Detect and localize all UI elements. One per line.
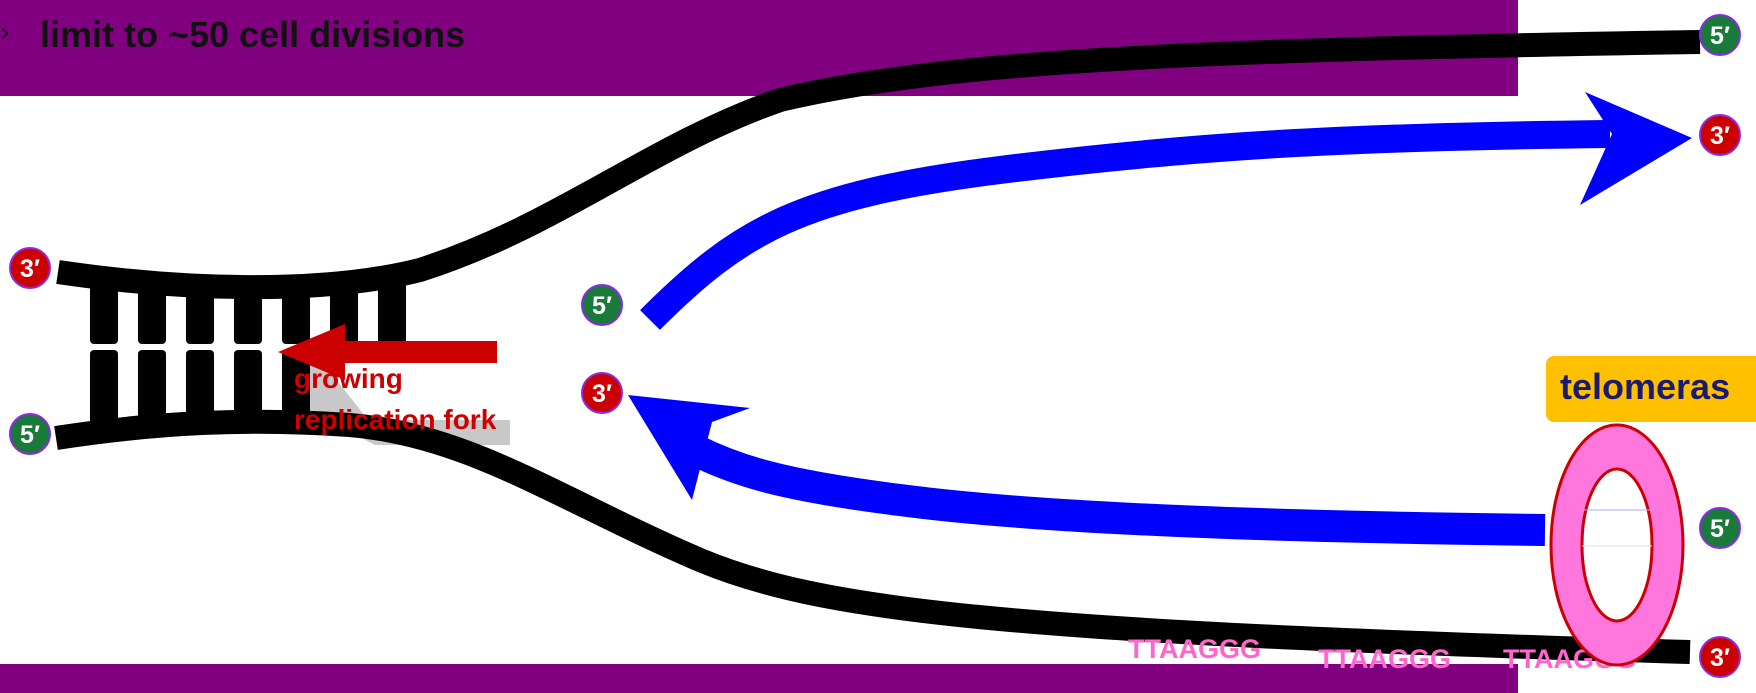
svg-text:3′: 3′	[592, 380, 612, 408]
end-badge-top-right: 5′	[1700, 15, 1740, 55]
base-pair-rung-bottom	[90, 350, 118, 426]
telomere-repeat-2: TTAAGGG	[1318, 644, 1451, 674]
new-strand-bottom-arrowhead	[628, 395, 750, 500]
fork-label-line2: replication fork	[294, 404, 497, 435]
svg-text:5′: 5′	[592, 292, 612, 320]
base-pair-rung-top	[234, 282, 262, 344]
svg-text:3′: 3′	[1710, 122, 1730, 150]
parental-top-strand	[58, 42, 1700, 287]
telomerase-template-hole	[1582, 469, 1652, 621]
end-badge-top-left: 3′	[10, 248, 50, 288]
base-pair-rung-bottom	[186, 350, 214, 426]
end-badge-new-bottom-right: 5′	[1700, 508, 1740, 548]
base-pair-rung-top	[282, 282, 310, 344]
end-badge-new-top-left: 5′	[582, 285, 622, 325]
end-badge-bottom-left: 5′	[10, 414, 50, 454]
base-pair-rung-bottom	[234, 350, 262, 426]
telomerase-label: telomeras	[1546, 356, 1756, 422]
end-badge-new-bottom-left: 3′	[582, 373, 622, 413]
base-pair-rung-top	[138, 282, 166, 344]
base-pair-rung-top	[186, 282, 214, 344]
svg-text:5′: 5′	[20, 421, 40, 449]
fork-arrow-shaft	[340, 341, 497, 363]
svg-text:3′: 3′	[20, 255, 40, 283]
fork-label-line1: growing	[294, 363, 403, 394]
new-strand-top-arrowhead	[1580, 92, 1692, 205]
telomere-repeat-1: TTAAGGG	[1128, 634, 1261, 664]
svg-text:3′: 3′	[1710, 644, 1730, 672]
new-strand-bottom	[695, 450, 1545, 530]
svg-text:5′: 5′	[1710, 515, 1730, 543]
base-pair-rung-top	[90, 282, 118, 344]
svg-text:5′: 5′	[1710, 22, 1730, 50]
new-strand-top	[650, 134, 1610, 320]
end-badge-new-top-right: 3′	[1700, 115, 1740, 155]
base-pair-rung-bottom	[138, 350, 166, 426]
end-badge-bottom-right: 3′	[1700, 637, 1740, 677]
